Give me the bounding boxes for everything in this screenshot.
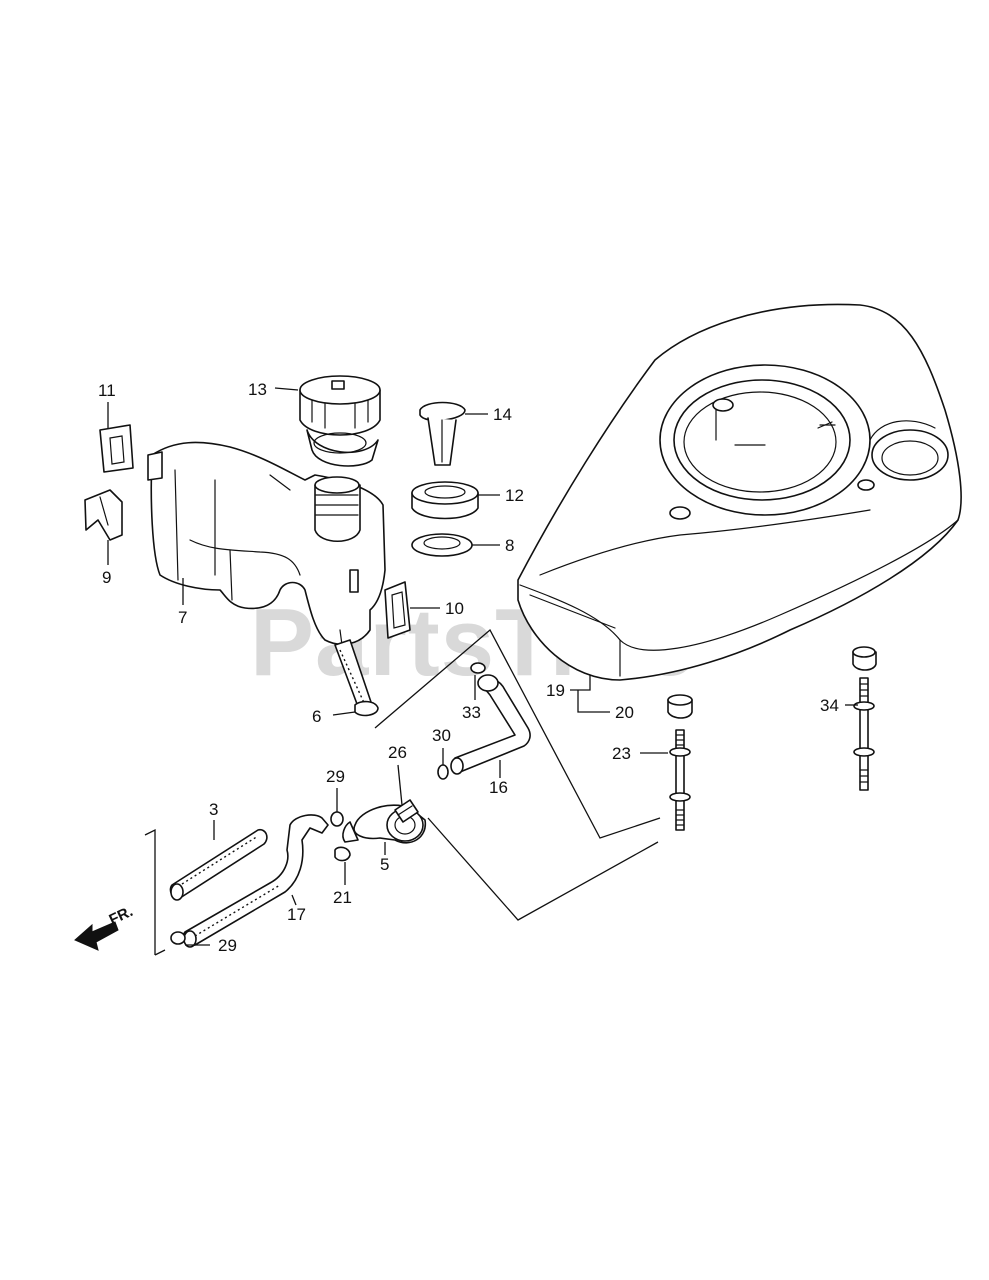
callout-23[interactable]: 23: [612, 744, 631, 763]
clip-9[interactable]: [84, 489, 123, 541]
callout-8[interactable]: 8: [505, 536, 514, 555]
clip-29-upper[interactable]: [330, 811, 344, 827]
fuel-tube-16[interactable]: [450, 674, 531, 775]
engine-shroud[interactable]: [517, 303, 962, 681]
clip-33[interactable]: [470, 662, 486, 674]
callout-3[interactable]: 3: [209, 800, 218, 819]
callout-33[interactable]: 33: [462, 703, 481, 722]
tank-cushion[interactable]: [384, 581, 411, 639]
screw-26[interactable]: [394, 799, 419, 823]
callout-13[interactable]: 13: [248, 380, 267, 399]
fuel-hose-3[interactable]: [169, 828, 268, 901]
fuel-strainer[interactable]: [419, 401, 466, 466]
callout-10[interactable]: 10: [445, 599, 464, 618]
callout-labels: 11 13 14 12 8 9 7 10 6 33 19 20 34 26 30…: [98, 380, 839, 955]
clip-30[interactable]: [437, 764, 449, 780]
leader-lines: [107, 387, 858, 956]
tank-nut[interactable]: [411, 481, 479, 520]
callout-11[interactable]: 11: [98, 381, 116, 400]
tank-washer[interactable]: [411, 533, 473, 557]
callout-29-lower[interactable]: 29: [218, 936, 237, 955]
callout-30[interactable]: 30: [432, 726, 451, 745]
fuel-tank[interactable]: [147, 441, 386, 646]
callout-16[interactable]: 16: [489, 778, 508, 797]
clip-11[interactable]: [99, 424, 134, 473]
grommet-20[interactable]: [667, 694, 693, 719]
callout-26[interactable]: 26: [388, 743, 407, 762]
front-direction-arrow: FR.: [74, 903, 136, 951]
callout-12[interactable]: 12: [505, 486, 524, 505]
clip-29-lower[interactable]: [170, 931, 186, 945]
callout-20[interactable]: 20: [615, 703, 634, 722]
fuel-filter-screen[interactable]: [334, 639, 379, 717]
callout-9[interactable]: 9: [102, 568, 111, 587]
callout-6[interactable]: 6: [312, 707, 321, 726]
callout-5[interactable]: 5: [380, 855, 389, 874]
callout-34[interactable]: 34: [820, 696, 839, 715]
fuel-cap[interactable]: [299, 375, 381, 467]
callout-29-upper[interactable]: 29: [326, 767, 345, 786]
callout-17[interactable]: 17: [287, 905, 306, 924]
collar-21[interactable]: [334, 846, 351, 862]
callout-19[interactable]: 19: [546, 681, 565, 700]
grommet-34-top[interactable]: [852, 646, 877, 671]
front-direction-label: FR.: [107, 903, 136, 929]
callout-7[interactable]: 7: [178, 608, 187, 627]
callout-14[interactable]: 14: [493, 405, 512, 424]
stud-bolt-23[interactable]: [669, 729, 691, 831]
stud-bolt-34[interactable]: [853, 677, 875, 791]
callout-21[interactable]: 21: [333, 888, 352, 907]
